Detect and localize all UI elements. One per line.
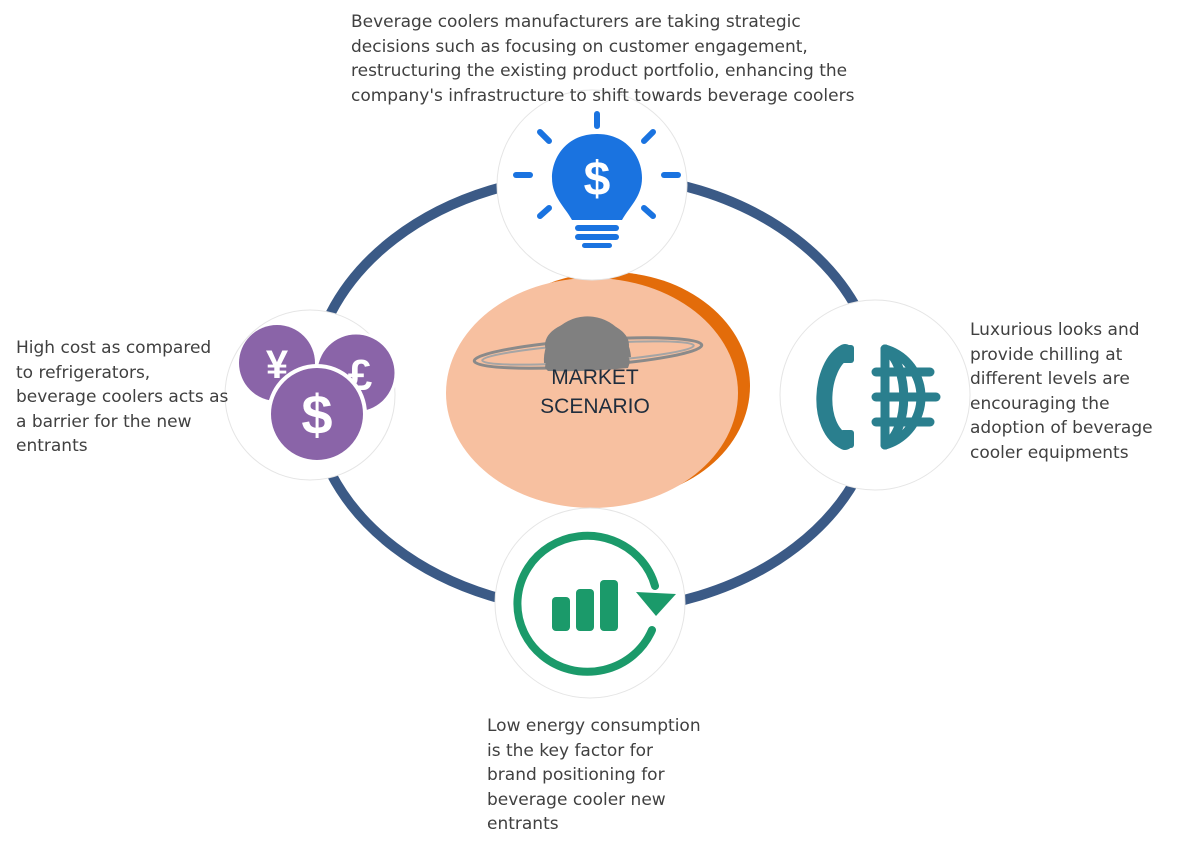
dollar-glyph: $ <box>301 383 332 446</box>
bulb-dollar-glyph: $ <box>584 153 611 206</box>
planet-ring-icon <box>472 316 704 372</box>
caption-top: Beverage coolers manufacturers are takin… <box>351 12 855 106</box>
center-graphic <box>446 272 750 508</box>
center-title: MARKET SCENARIO <box>495 363 695 421</box>
lightbulb-dollar-icon: $ <box>513 111 681 248</box>
center-title-line1: MARKET <box>551 366 639 389</box>
caption-bottom: Low energy consumption is the key factor… <box>487 716 701 834</box>
node-bottom <box>494 507 686 699</box>
yen-glyph: ¥ <box>266 343 289 387</box>
center-disc <box>446 278 738 508</box>
node-top: $ <box>496 89 688 281</box>
node-right <box>779 299 971 491</box>
center-title-line2: SCENARIO <box>540 395 650 418</box>
caption-left: High cost as compared to refrigerators, … <box>16 338 229 456</box>
caption-right: Luxurious looks and provide chilling at … <box>970 320 1153 463</box>
growth-chart-cycle-icon <box>513 531 676 676</box>
currency-coins-icon: ¥ £ $ <box>239 325 398 464</box>
globe-phone-icon <box>816 344 941 450</box>
node-left: ¥ £ $ <box>224 309 398 481</box>
